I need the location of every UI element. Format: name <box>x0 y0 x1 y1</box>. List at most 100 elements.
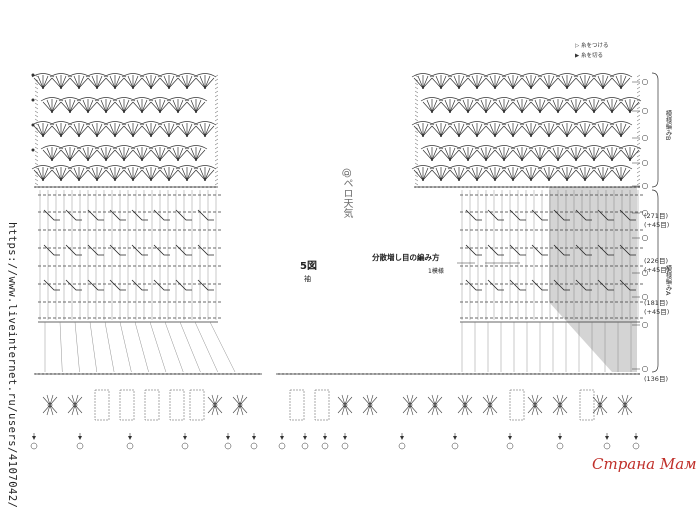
fan-stitch <box>546 97 570 114</box>
legend-cut: ▶ 糸を切る <box>575 53 603 59</box>
fan-stitch <box>31 165 55 182</box>
fan-stitch <box>31 121 55 138</box>
fan-stitch <box>67 165 91 182</box>
inc-226: (+45目) <box>644 266 670 274</box>
fan-stitch <box>483 73 507 90</box>
fan-stitch <box>456 145 480 162</box>
fan-stitch <box>184 145 208 162</box>
fan-stitch <box>537 165 561 182</box>
fan-stitch <box>564 145 588 162</box>
fan-stitch <box>438 145 462 162</box>
count-136: (136目) <box>644 375 668 383</box>
count-181: (181目) <box>644 299 668 307</box>
fan-stitch <box>94 145 118 162</box>
count-226: (226目) <box>644 257 668 265</box>
fan-stitch <box>148 97 172 114</box>
fan-stitch <box>483 165 507 182</box>
fan-stitch <box>582 145 606 162</box>
fan-stitch <box>564 97 588 114</box>
edging-motif <box>232 394 248 416</box>
figure-part: 袖 <box>304 275 311 283</box>
fan-stitch <box>175 121 199 138</box>
fan-stitch <box>139 73 163 90</box>
fan-stitch <box>184 97 208 114</box>
fan-stitch <box>193 165 217 182</box>
fan-stitch <box>103 121 127 138</box>
side-label-pattern-b: 模様編みB <box>664 110 672 141</box>
fan-stitch <box>600 97 624 114</box>
fan-stitch <box>193 121 217 138</box>
fan-stitch <box>537 121 561 138</box>
fan-stitch <box>474 97 498 114</box>
fan-stitch <box>591 165 615 182</box>
edging-motif <box>457 394 473 416</box>
source-url-watermark: https://www.liveinternet.ru/users/410704… <box>6 222 18 509</box>
fan-stitch <box>166 97 190 114</box>
inc-181: (+45目) <box>644 308 670 316</box>
fan-stitch <box>573 121 597 138</box>
fan-stitch <box>510 145 534 162</box>
fan-stitch <box>492 97 516 114</box>
fan-stitch <box>49 165 73 182</box>
fan-stitch <box>501 165 525 182</box>
fan-stitch <box>528 97 552 114</box>
legend-attach: ▷ 糸をつける <box>575 43 609 49</box>
fan-stitch <box>31 73 55 90</box>
fan-stitch <box>193 73 217 90</box>
fan-stitch <box>429 73 453 90</box>
crochet-chart <box>30 72 659 450</box>
author-watermark: @ペロ天気 <box>341 168 352 218</box>
fan-stitch <box>582 97 606 114</box>
attach-yarn-icon: ▷ <box>575 43 580 49</box>
fan-stitch <box>492 145 516 162</box>
fan-stitch <box>483 121 507 138</box>
edging-motif <box>427 394 443 416</box>
fan-stitch <box>555 73 579 90</box>
fan-stitch <box>121 73 145 90</box>
fan-stitch <box>429 121 453 138</box>
fan-stitch <box>49 73 73 90</box>
edging-motif <box>552 394 568 416</box>
fan-stitch <box>474 145 498 162</box>
fan-stitch <box>456 97 480 114</box>
fan-stitch <box>420 97 444 114</box>
fan-stitch <box>103 165 127 182</box>
fan-stitch <box>519 121 543 138</box>
inc-271: (+45目) <box>644 221 670 229</box>
fan-stitch <box>618 97 642 114</box>
fan-stitch <box>121 165 145 182</box>
fan-stitch <box>411 165 435 182</box>
count-271: (271目) <box>644 212 668 220</box>
fan-stitch <box>130 145 154 162</box>
fan-stitch <box>528 145 552 162</box>
fan-stitch <box>40 97 64 114</box>
fan-stitch <box>546 145 570 162</box>
fan-stitch <box>76 97 100 114</box>
edging-motif <box>482 394 498 416</box>
fan-stitch <box>411 121 435 138</box>
fan-stitch <box>591 121 615 138</box>
cut-yarn-icon: ▶ <box>575 53 580 59</box>
fan-stitch <box>573 73 597 90</box>
fan-stitch <box>67 121 91 138</box>
edging-motif <box>527 394 543 416</box>
fan-stitch <box>465 121 489 138</box>
fan-stitch <box>573 165 597 182</box>
bottom-edging <box>30 73 649 450</box>
edging-motif <box>67 394 83 416</box>
fan-stitch <box>58 145 82 162</box>
fan-stitch <box>447 121 471 138</box>
fan-stitch <box>139 121 163 138</box>
fan-stitch <box>429 165 453 182</box>
fan-stitch <box>112 145 136 162</box>
fan-stitch <box>157 73 181 90</box>
fan-stitch <box>465 73 489 90</box>
figure-number: 5図 <box>300 261 317 272</box>
increase-note-sub: 1模様 <box>428 268 444 275</box>
fan-block-left <box>31 73 219 188</box>
fan-stitch <box>139 165 163 182</box>
fan-stitch <box>501 121 525 138</box>
fan-stitch <box>618 145 642 162</box>
fan-stitch <box>609 73 633 90</box>
fan-stitch <box>40 145 64 162</box>
